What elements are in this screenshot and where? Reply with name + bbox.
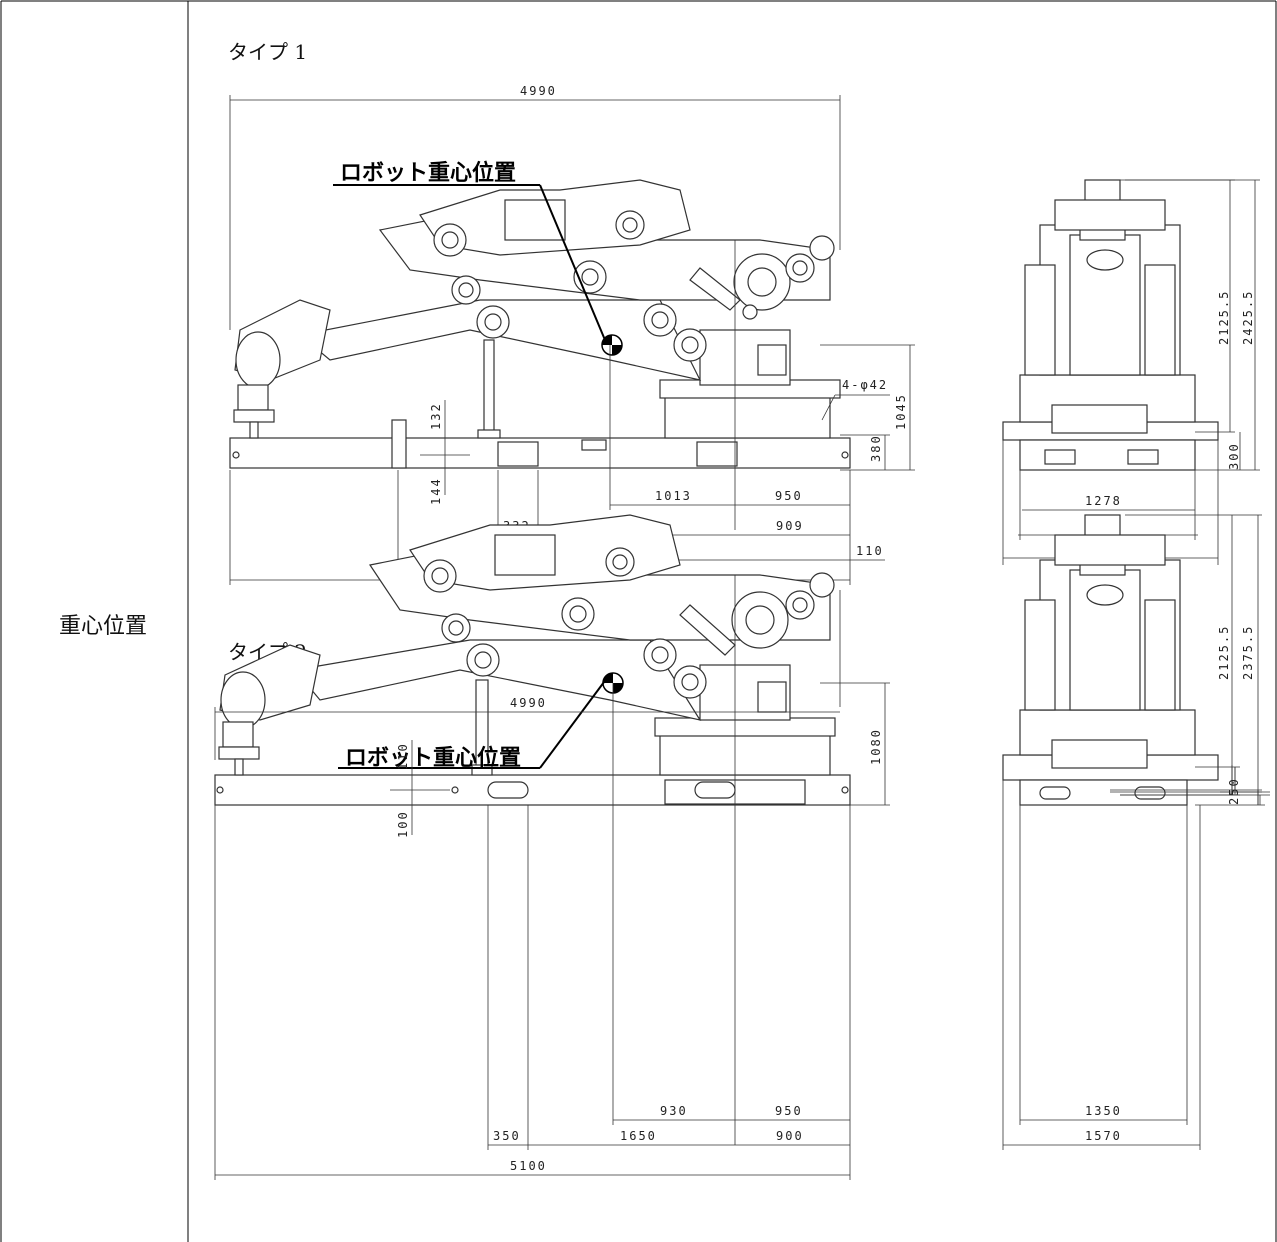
type2-dim-1080: 1080: [869, 728, 883, 765]
type1-dim-hole: 4-φ42: [842, 378, 888, 392]
type2-dim-110: 110: [396, 742, 410, 770]
type1-dim-144: 144: [429, 477, 443, 505]
type1-side-dim-300: 300: [1227, 442, 1241, 470]
type1-title: タイプ 1: [228, 40, 308, 64]
type2-robot-front-view: [1002, 514, 1219, 806]
type2-robot-side-view: [214, 514, 851, 806]
type1-dim-110: 110: [856, 544, 884, 558]
type1-dim-950: 950: [775, 489, 803, 503]
type1-side-dim-1278: 1278: [1085, 494, 1122, 508]
type2-side-dim-1570: 1570: [1085, 1129, 1122, 1143]
type2-dim-950: 950: [775, 1104, 803, 1118]
type1-dim-1013: 1013: [655, 489, 692, 503]
type2-side-dim-1350: 1350: [1085, 1104, 1122, 1118]
type2-dimension-lines: [214, 575, 890, 1180]
type1-dim-1045: 1045: [894, 393, 908, 430]
type1-dim-4990: 4990: [520, 84, 557, 98]
type1-robot-side-view: [229, 179, 851, 469]
type1-robot-front-view: [1002, 179, 1219, 471]
type1-cog-label: ロボット重心位置: [340, 160, 516, 186]
type2-side-dim-2375: 2375.5: [1241, 625, 1255, 680]
type2-side-dim-2125: 2125.5: [1217, 625, 1231, 680]
row-label: 重心位置: [58, 614, 147, 639]
type2-dim-5100: 5100: [510, 1159, 547, 1173]
type2-dim-4990: 4990: [510, 696, 547, 710]
type2-front-dimension-lines: [1002, 766, 1270, 1150]
type2-cog-label: ロボット重心位置: [345, 745, 521, 771]
type1-dim-380: 380: [869, 434, 883, 462]
type1-drawing: ロボット重心位置 4990 4-φ42 1045 380 132 144: [229, 84, 1260, 585]
type2-dim-100: 100: [396, 810, 410, 838]
type2-dim-1650: 1650: [620, 1129, 657, 1143]
type1-side-dim-2425: 2425.5: [1241, 290, 1255, 345]
type1-cog-marker: [601, 334, 623, 356]
type1-dim-132: 132: [429, 402, 443, 430]
type2-dim-930: 930: [660, 1104, 688, 1118]
type1-side-dim-2125: 2125.5: [1217, 290, 1231, 345]
type2-dim-350: 350: [493, 1129, 521, 1143]
type2-dim-900: 900: [776, 1129, 804, 1143]
type2-side-dim-250: 250: [1227, 777, 1241, 805]
type1-dim-909: 909: [776, 519, 804, 533]
